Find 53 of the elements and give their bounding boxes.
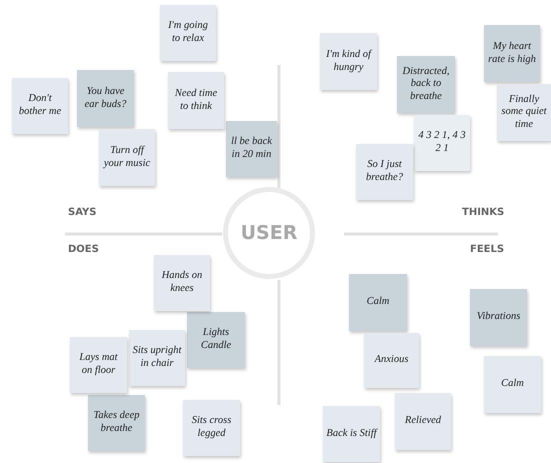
note-text: Takes deep breathe	[92, 410, 140, 436]
note-text: Back is Stiff	[326, 428, 377, 440]
quadrant-label: DOES	[68, 244, 99, 255]
sticky-note	[70, 337, 127, 393]
note-text: Lights Candle	[200, 327, 232, 353]
note-text: Sits upright in chair	[132, 345, 182, 371]
quadrant-label: FEELS	[470, 244, 504, 255]
sticky-note	[168, 72, 224, 129]
note-text: Anxious	[374, 354, 408, 367]
sticky-note	[77, 70, 134, 127]
center-label: USER	[240, 222, 298, 244]
note-text: Distracted, back to breathe	[402, 66, 450, 104]
note-text: So I just breathe?	[365, 159, 404, 185]
note-text: I'm going to relax	[167, 20, 209, 46]
sticky-note	[397, 56, 455, 113]
note-text: My heart rate is high	[487, 40, 537, 66]
sticky-note	[414, 115, 470, 171]
sticky-note	[187, 312, 245, 368]
note-text: I'm kind of hungry	[325, 48, 373, 74]
sticky-note	[395, 393, 451, 450]
note-text: Sits cross legged	[190, 415, 232, 441]
sticky-note	[129, 330, 185, 386]
sticky-note	[154, 255, 210, 311]
sticky-note	[484, 356, 541, 413]
quadrant-label: SAYS	[68, 207, 96, 218]
note-text: Vibrations	[476, 311, 520, 324]
sticky-note	[349, 274, 407, 331]
sticky-note	[364, 333, 419, 388]
note-text: Lays mat on floor	[78, 352, 119, 378]
note-text: Hands on knees	[160, 270, 204, 296]
sticky-note	[160, 5, 216, 61]
note-text: Calm	[501, 378, 524, 391]
note-text: Finally some quiet time	[500, 94, 548, 132]
note-text: Relieved	[404, 415, 442, 428]
sticky-note	[12, 78, 68, 134]
note-text: Turn off your music	[102, 144, 152, 170]
sticky-note	[484, 25, 540, 82]
sticky-note	[497, 84, 551, 141]
quadrant-label: THINKS	[462, 207, 504, 218]
note-text: Calm	[366, 296, 390, 309]
sticky-note	[356, 144, 413, 200]
note-text: 4 3 2 1, 4 3 2 1	[417, 130, 467, 156]
sticky-note	[99, 129, 155, 186]
sticky-note	[226, 121, 277, 177]
sticky-note	[470, 289, 527, 346]
note-text: Don't bother me	[18, 93, 62, 119]
sticky-note	[88, 395, 145, 451]
sticky-note	[320, 33, 377, 90]
sticky-note	[323, 406, 380, 462]
note-text: You have ear buds?	[84, 86, 128, 112]
sticky-note	[183, 400, 240, 456]
note-text: ll be back in 20 min	[230, 136, 273, 162]
note-text: Need time to think	[174, 88, 218, 114]
